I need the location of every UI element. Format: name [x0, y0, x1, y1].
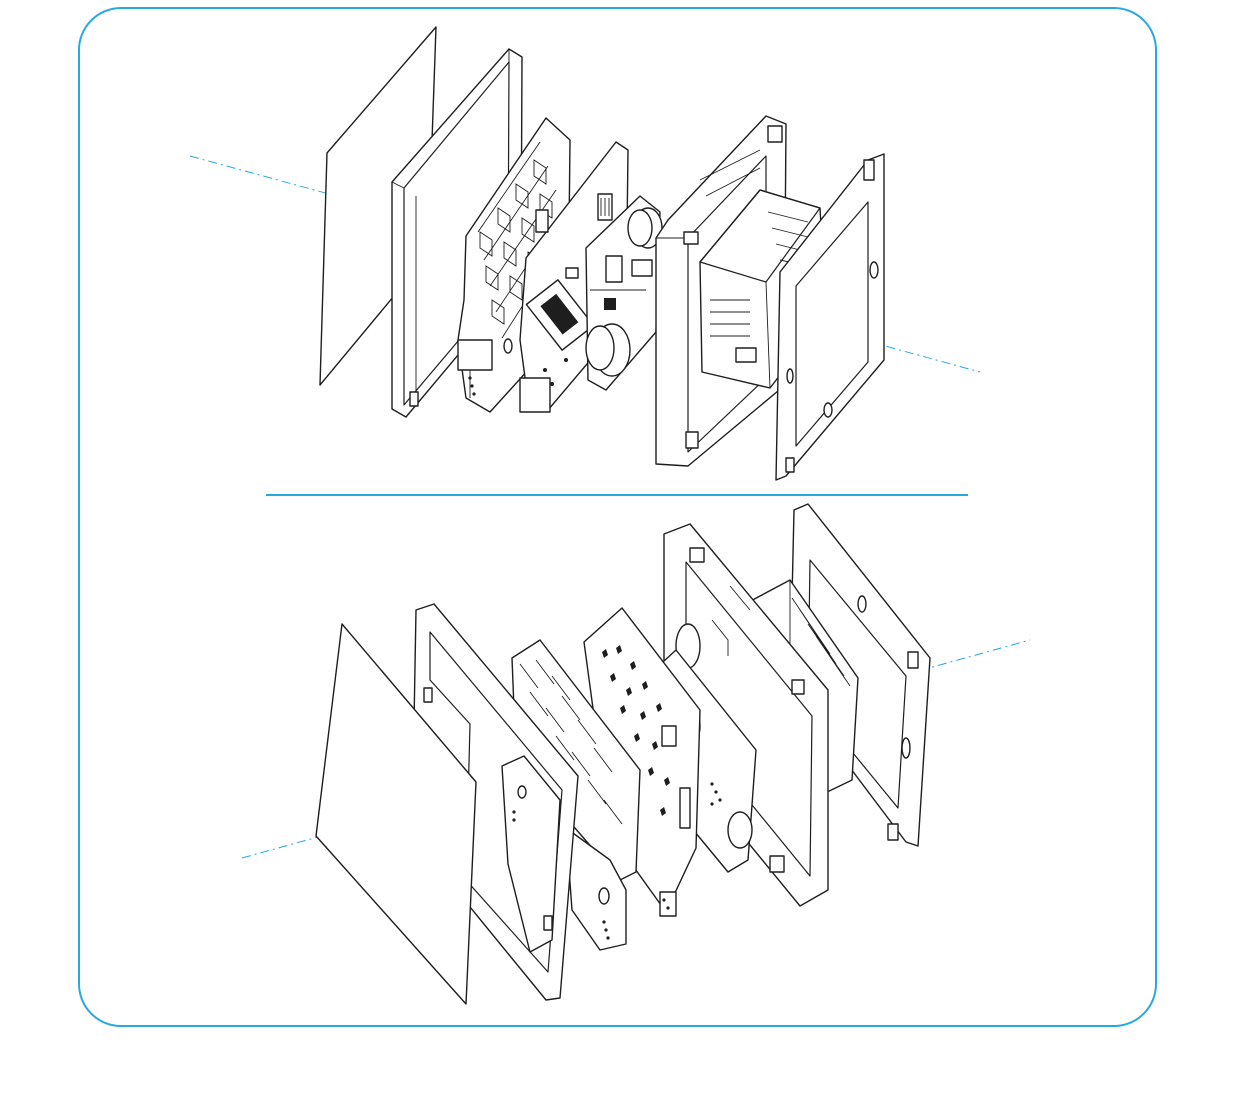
power-pcb — [585, 195, 663, 391]
assembly-axis-top — [189, 155, 981, 373]
mounting-plate — [775, 153, 885, 481]
touch-sensor-board-rear — [511, 639, 641, 951]
mounting-plate-rear — [789, 503, 931, 847]
rear-exploded-view — [241, 503, 1031, 1005]
front-exploded-view — [189, 26, 981, 481]
glass-panel-rear — [315, 623, 477, 1005]
front-frame-rear — [411, 603, 579, 1001]
outer-frame — [78, 7, 1157, 1027]
